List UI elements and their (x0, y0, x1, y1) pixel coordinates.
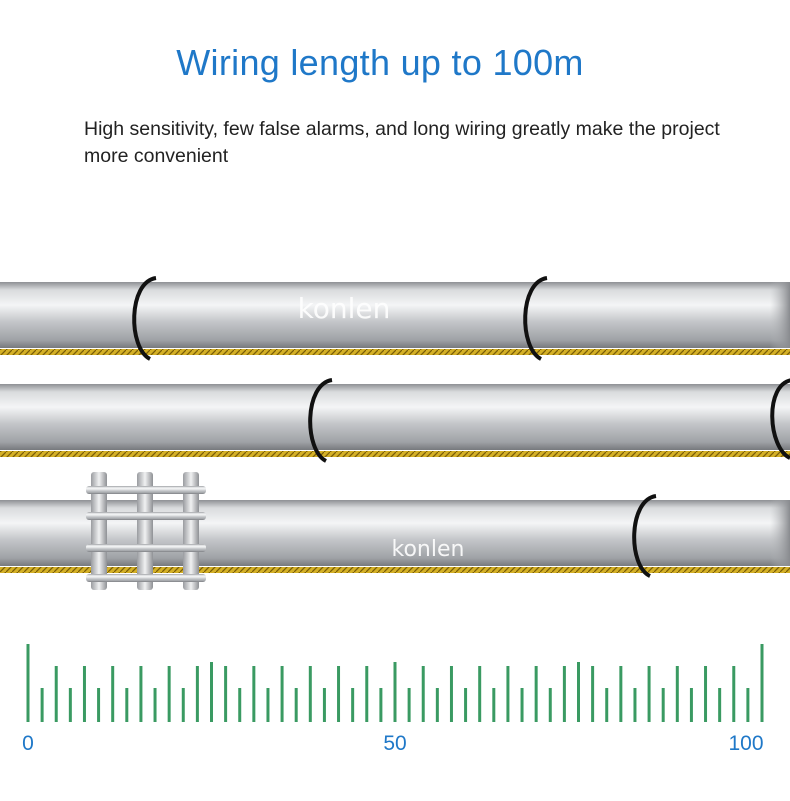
cable-clip-icon (523, 276, 548, 361)
pipe-3 (0, 500, 790, 566)
sensor-cable-1 (0, 349, 790, 355)
cable-clip-icon (770, 378, 790, 460)
length-ruler (26, 644, 764, 722)
pipe-illustration: konlen konlen (0, 276, 790, 590)
sensor-cable-2 (0, 451, 790, 457)
cable-clip-icon (308, 378, 333, 463)
watermark: konlen (298, 292, 391, 325)
cable-clip-icon (132, 276, 157, 361)
pipe-2 (0, 384, 790, 450)
pipe-flange-icon (86, 472, 206, 590)
ruler-label-0: 0 (22, 732, 34, 755)
ruler-label-50: 50 (383, 732, 407, 755)
ruler-label-100: 100 (728, 732, 764, 755)
watermark: konlen (392, 537, 465, 562)
pipe-1 (0, 282, 790, 348)
cable-clip-icon (632, 494, 657, 578)
page-subtitle: High sensitivity, few false alarms, and … (84, 118, 720, 167)
sensor-cable-3 (0, 567, 790, 573)
page-title: Wiring length up to 100m (176, 42, 584, 83)
